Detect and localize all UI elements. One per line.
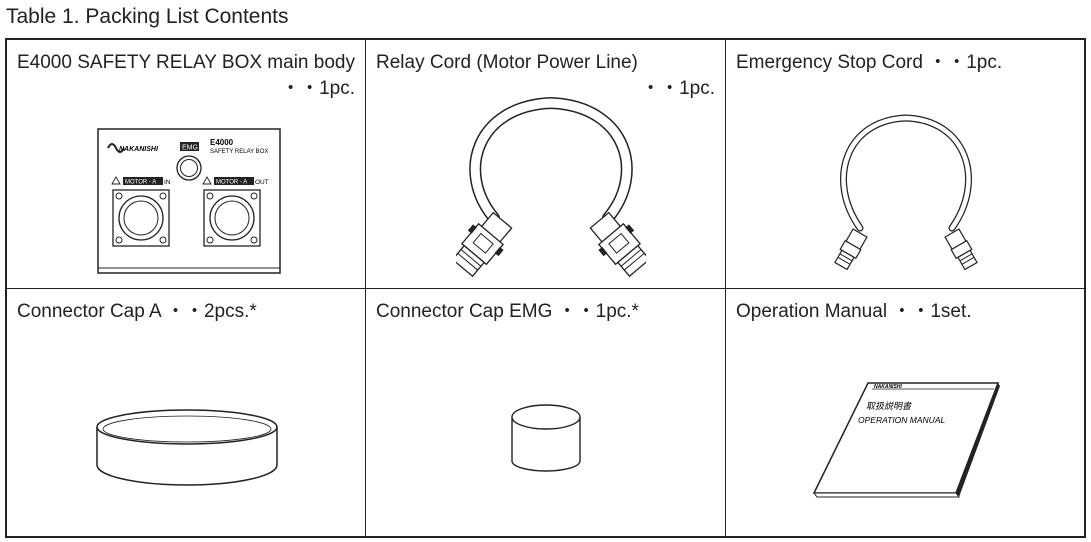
item-qty: ・・1pc. [281,78,355,99]
item-name: E4000 SAFETY RELAY BOX main body [17,52,355,73]
relay-box-illustration: NAKANISHI EMG E4000 SAFETY RELAY BOX MOT… [97,128,281,274]
manual-title-jp: 取扱説明書 [866,401,912,411]
item-qty: ・・1pc.* [557,301,639,322]
operation-manual-illustration: NAKANISHI 取扱説明書 OPERATION MANUAL [812,382,1000,498]
item-connector-cap-emg: Connector Cap EMG ・・1pc.* [366,289,726,536]
right-plug-icon [589,211,646,278]
item-connector-cap-a: Connector Cap A ・・2pcs.* [7,289,366,536]
relay-cord-illustration [456,96,646,278]
emergency-stop-cord-illustration [834,114,978,271]
item-operation-manual: Operation Manual ・・1set. NAKANISHI 取扱説明書… [726,289,1084,536]
port-out-tag: MOTOR - A [216,180,247,186]
relay-box-model: E4000 [210,138,234,147]
item-relay-cord: Relay Cord (Motor Power Line) ・・1pc. [366,40,726,289]
table-caption: Table 1. Packing List Contents [6,5,289,28]
item-emergency-stop-cord: Emergency Stop Cord ・・1pc. [726,40,1084,289]
packing-list-table: E4000 SAFETY RELAY BOX main body ・・1pc. … [5,38,1086,538]
connector-cap-emg-illustration [511,404,581,472]
port-in-connector [112,189,170,247]
item-name-text: Operation Manual [736,301,888,322]
item-qty: ・・1pc. [928,52,1003,73]
port-in-tag: MOTOR - A [125,180,156,186]
emg-tag: EMG [182,145,198,152]
port-out-dir: OUT [255,179,269,186]
manual-brand: NAKANISHI [874,384,902,390]
item-qty: ・・2pcs.* [165,301,257,322]
port-in-dir: IN [164,179,171,186]
item-name: Connector Cap EMG ・・1pc.* [376,299,639,325]
item-name: Operation Manual ・・1set. [736,299,972,325]
item-qty: ・・1set. [892,301,972,322]
manual-title-en: OPERATION MANUAL [858,415,945,425]
item-name: Connector Cap A ・・2pcs.* [17,299,257,325]
item-qty: ・・1pc. [641,78,715,99]
left-plug-icon [456,211,513,278]
connector-cap-a-illustration [96,409,278,486]
relay-box-brand: NAKANISHI [119,146,159,153]
item-name-text: Connector Cap EMG [376,301,553,322]
relay-box-model-sub: SAFETY RELAY BOX [210,149,268,155]
item-name: Relay Cord (Motor Power Line) [376,52,638,73]
item-name-text: Connector Cap A [17,301,161,322]
item-name: Emergency Stop Cord ・・1pc. [736,50,1002,76]
nakanishi-logo-icon [107,143,125,153]
item-relay-box: E4000 SAFETY RELAY BOX main body ・・1pc. … [7,40,366,289]
item-name-text: Emergency Stop Cord [736,52,923,73]
right-plug-icon [944,228,978,271]
port-out-connector [203,189,261,247]
left-plug-icon [834,228,868,271]
